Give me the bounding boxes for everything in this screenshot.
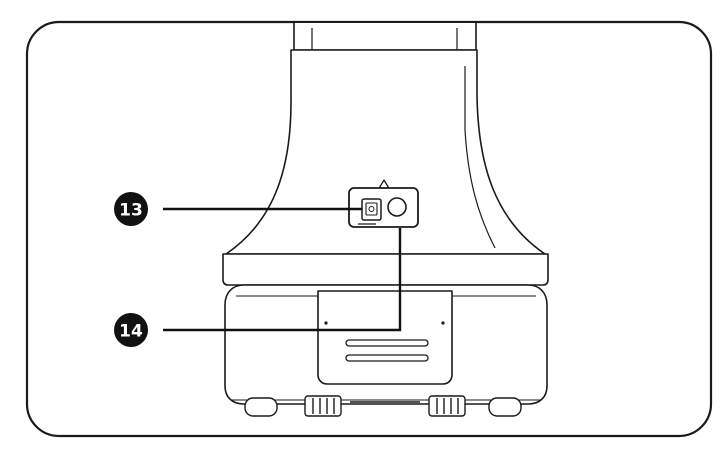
vent-slot-1	[345, 339, 429, 347]
vent-slot-2	[345, 354, 429, 362]
port-14-round	[387, 197, 407, 217]
robot-illustration	[222, 23, 549, 417]
port-panel	[348, 187, 419, 228]
outer-frame	[25, 20, 713, 438]
upper-column	[293, 23, 477, 51]
wheels	[244, 395, 522, 417]
callout-13: 13	[114, 192, 362, 226]
bell-edge-line	[464, 66, 496, 249]
callout-14: 14	[114, 228, 402, 347]
front-panel	[317, 290, 453, 385]
port-13-socket	[361, 198, 382, 221]
callout-13-badge	[114, 192, 148, 226]
callout-13-label: 13	[119, 201, 143, 221]
callout-14-leader	[163, 228, 402, 332]
callout-14-label: 14	[119, 322, 143, 342]
callout-14-badge	[114, 313, 148, 347]
cable-guide	[377, 179, 391, 191]
bell-rim	[222, 253, 549, 286]
